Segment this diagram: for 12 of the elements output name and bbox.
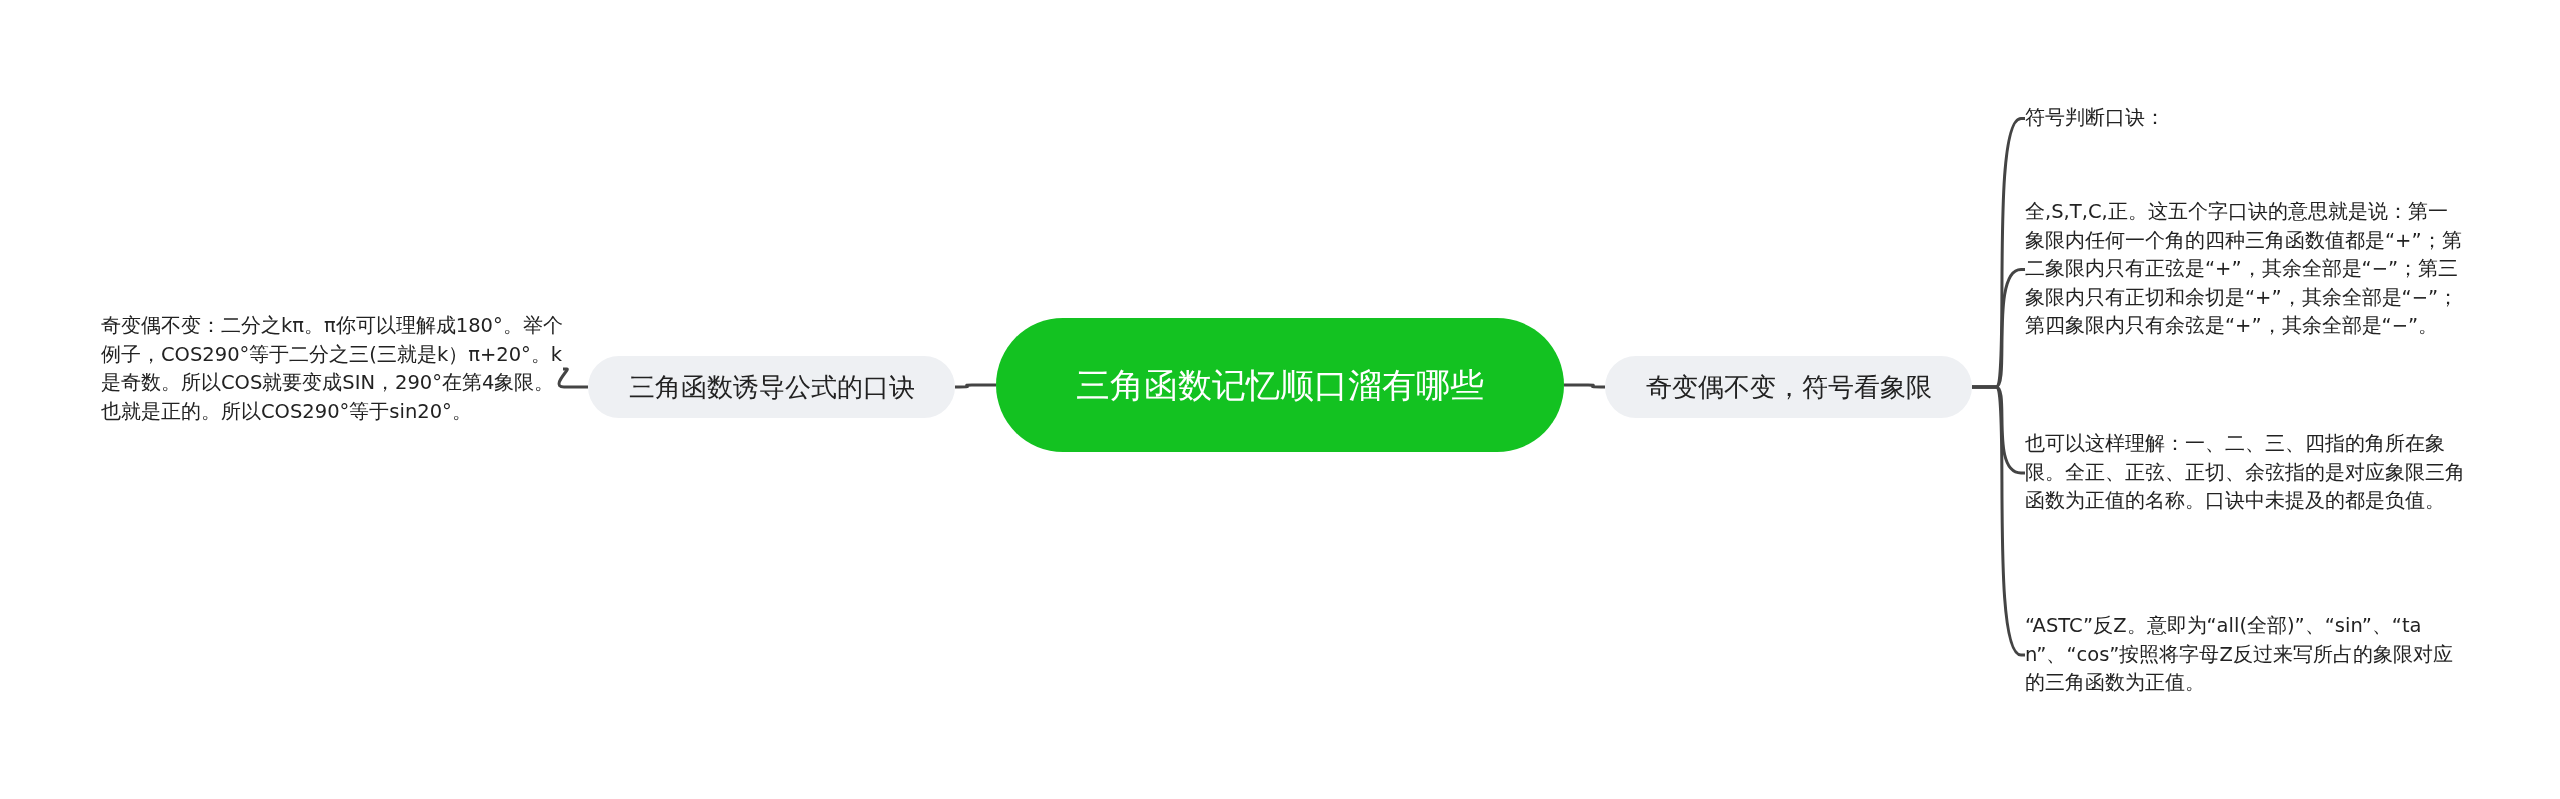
note-text: 奇变偶不变：二分之kπ。π你可以理解成180°。举个例子，COS290°等于二分之三(三就是k）π+20°。k是奇数。所以COS就要变成SIN，290°在第4象限。也就是正的。所以COS290°等于sin20°。 [101, 312, 563, 426]
topic-box: 奇变偶不变，符号看象限 [1605, 356, 1972, 418]
connector-line [557, 367, 588, 389]
note-text: “ASTC”反Z。意即为“all(全部)”、“sin”、“tan”、“cos”按照将字母Z反过来写所占的象限对应的三角函数为正值。 [2025, 612, 2465, 698]
note-text: 符号判断口诀： [2025, 104, 2465, 133]
topic-box: 三角函数诱导公式的口诀 [588, 356, 955, 418]
connector-line [955, 383, 996, 389]
note-text: 全,S,T,C,正。这五个字口诀的意思就是说：第一象限内任何一个角的四种三角函数值都是“+”；第二象限内只有正弦是“+”，其余全部是“−”；第三象限内只有正切和余切是“+”，其余全部是“−”；第四象限内只有余弦是“+”，其余全部是“−”。 [2025, 198, 2465, 341]
connector-line [1564, 383, 1605, 389]
note-text: 也可以这样理解：一、二、三、四指的角所在象限。全正、正弦、正切、余弦指的是对应象限三角函数为正值的名称。口诀中未提及的都是负值。 [2025, 430, 2465, 516]
central-topic-box: 三角函数记忆顺口溜有哪些 [996, 318, 1564, 452]
connector-line [1972, 385, 2025, 657]
